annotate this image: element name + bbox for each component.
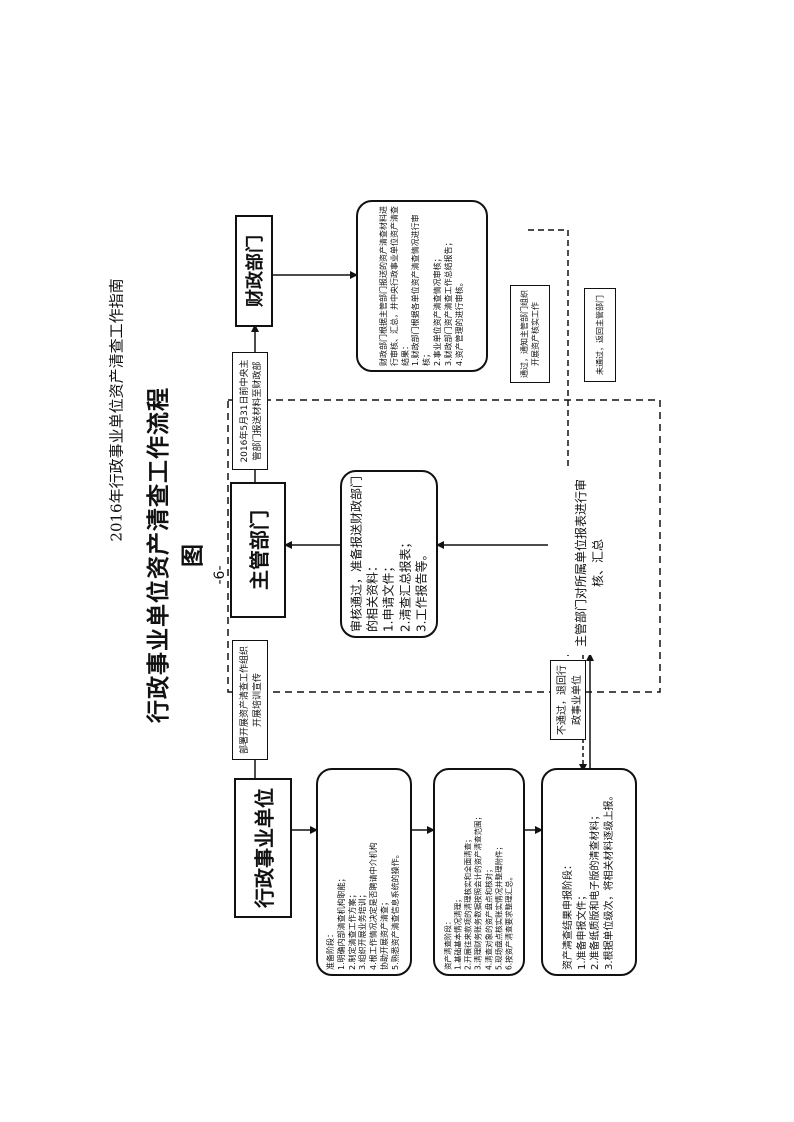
finance-review-text: 财政部门根据主管部门报送的资产清查材料进行审核、汇总，并中央行政事业单位资产清查… (378, 206, 464, 366)
edge-pass-notice-box: 通过，通知主管部门组织开展资产核实工作 (510, 285, 550, 383)
edge-unit-to-competent-text: 部署开展资产清查工作组织开展培训宣传 (240, 646, 263, 755)
header-text: 2016年行政事业单位资产清查工作指南 (107, 278, 126, 542)
edge-competent-to-finance-label: 2016年5月31日前中央主管部门报送材料至财政部 (232, 352, 268, 470)
edge-fail-finance-text: 未通过，返回主管部门 (595, 295, 605, 375)
competent-column-label: 主管部门 (247, 510, 272, 590)
edge-competent-to-finance-text: 2016年5月31日前中央主管部门报送材料至财政部 (240, 359, 263, 463)
finance-column-label: 财政部门 (245, 235, 266, 307)
competent-audit-box: 主管部门对所属单位报表进行审核、汇总 (548, 470, 630, 655)
arrow-review-to-notice (528, 229, 572, 692)
finance-column-box: 财政部门 (235, 215, 273, 327)
unit-prepare-box: 准备阶段： 1.明确内部清查机构职能； 2.制定清查工作方案； 3.组织开展业务… (316, 768, 412, 976)
competent-column-box: 主管部门 (230, 482, 286, 618)
unit-inventory-box: 资产清查阶段： 1.基础基本情况清理； 2.开展往来款项的清理核实和全面清查； … (433, 768, 525, 976)
edge-fail-return-box: 不通过，退回行政事业单位 (550, 660, 586, 740)
edge-unit-to-competent-label: 部署开展资产清查工作组织开展培训宣传 (232, 640, 268, 760)
unit-inventory-text: 资产清查阶段： 1.基础基本情况清理； 2.开展往来款项的清理核实和全面清查； … (443, 812, 514, 970)
unit-report-text: 资产清查结果申报阶段： 1.准备申报文件； 2.准备纸质版和电子版的清查材料； … (563, 790, 615, 970)
unit-column-label: 行政事业单位 (252, 788, 277, 908)
edge-pass-notice-text: 通过，通知主管部门组织开展资产核实工作 (520, 290, 540, 378)
competent-dashed-boundary (227, 399, 661, 693)
unit-prepare-text: 准备阶段： 1.明确内部清查机构职能； 2.制定清查工作方案； 3.组织开展业务… (326, 842, 400, 970)
title-text: 行政事业单位资产清查工作流程图 (144, 387, 206, 723)
edge-fail-return-text: 不通过，退回行政事业单位 (557, 665, 583, 735)
document-header: 2016年行政事业单位资产清查工作指南 (96, 130, 136, 690)
page-title: 行政事业单位资产清查工作流程图 (145, 380, 206, 730)
finance-review-box: 财政部门根据主管部门报送的资产清查材料进行审核、汇总，并中央行政事业单位资产清查… (356, 200, 488, 372)
edge-fail-finance-box: 未通过，返回主管部门 (584, 288, 616, 382)
unit-report-box: 资产清查结果申报阶段： 1.准备申报文件； 2.准备纸质版和电子版的清查材料； … (541, 768, 637, 976)
competent-review-box: 审核通过，准备报送财政部门的相关资料： 1.申请文件； 2.清查汇总报表； 3.… (340, 470, 438, 638)
page-number-text: -6- (212, 565, 228, 585)
competent-audit-text: 主管部门对所属单位报表进行审核、汇总 (574, 478, 605, 647)
competent-review-text: 审核通过，准备报送财政部门的相关资料： 1.申请文件； 2.清查汇总报表； 3.… (349, 475, 429, 632)
unit-column-box: 行政事业单位 (234, 778, 292, 918)
